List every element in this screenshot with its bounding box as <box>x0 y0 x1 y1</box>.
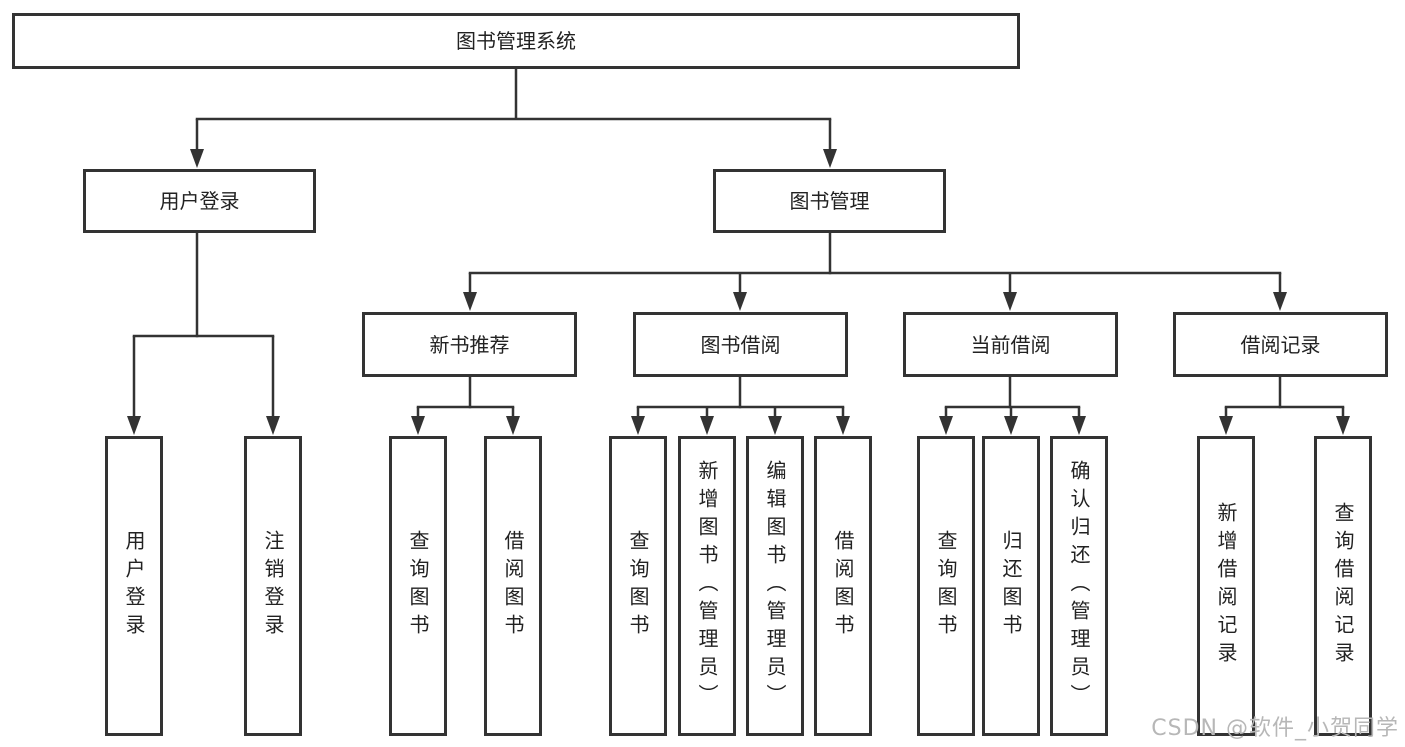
node-label: 图书管理系统 <box>456 29 576 53</box>
leaf-add-borrow-record: 新增借阅记录 <box>1197 436 1255 736</box>
node-current-borrow: 当前借阅 <box>903 312 1118 377</box>
leaf-confirm-return-admin: 确认归还（管理员） <box>1050 436 1108 736</box>
node-label: 注销登录 <box>261 530 285 642</box>
node-label: 新书推荐 <box>429 332 510 357</box>
node-label: 确认归还（管理员） <box>1067 460 1091 712</box>
node-book-management: 图书管理 <box>713 169 946 233</box>
node-new-book-recommend: 新书推荐 <box>362 312 577 377</box>
leaf-query-borrow-record: 查询借阅记录 <box>1314 436 1372 736</box>
node-label: 编辑图书（管理员） <box>763 460 787 712</box>
node-label: 图书管理 <box>789 189 870 213</box>
node-label: 新增图书（管理员） <box>695 460 719 712</box>
node-label: 当前借阅 <box>970 332 1051 357</box>
leaf-add-book-admin: 新增图书（管理员） <box>678 436 736 736</box>
node-borrow-records: 借阅记录 <box>1173 312 1388 377</box>
node-label: 查询图书 <box>626 530 650 642</box>
node-user-login: 用户登录 <box>83 169 316 233</box>
watermark: CSDN @软件_小贺同学 <box>1151 716 1399 741</box>
leaf-borrow-books: 借阅图书 <box>814 436 872 736</box>
leaf-return-book: 归还图书 <box>982 436 1040 736</box>
node-label: 归还图书 <box>999 530 1023 642</box>
leaf-query-books-current: 查询图书 <box>917 436 975 736</box>
leaf-borrow-books-recommend: 借阅图书 <box>484 436 542 736</box>
node-label: 用户登录 <box>122 530 146 642</box>
leaf-query-books-borrow: 查询图书 <box>609 436 667 736</box>
node-label: 查询借阅记录 <box>1331 502 1355 670</box>
node-label: 借阅图书 <box>831 530 855 642</box>
node-label: 借阅记录 <box>1240 332 1321 357</box>
leaf-user-login: 用户登录 <box>105 436 163 736</box>
leaf-edit-book-admin: 编辑图书（管理员） <box>746 436 804 736</box>
node-book-borrow: 图书借阅 <box>633 312 848 377</box>
node-label: 查询图书 <box>406 530 430 642</box>
leaf-query-books-recommend: 查询图书 <box>389 436 447 736</box>
node-label: 借阅图书 <box>501 530 525 642</box>
leaf-logout: 注销登录 <box>244 436 302 736</box>
node-label: 图书借阅 <box>700 332 781 357</box>
node-label: 查询图书 <box>934 530 958 642</box>
node-library-management-system: 图书管理系统 <box>12 13 1020 69</box>
node-label: 新增借阅记录 <box>1214 502 1238 670</box>
node-label: 用户登录 <box>159 189 240 213</box>
